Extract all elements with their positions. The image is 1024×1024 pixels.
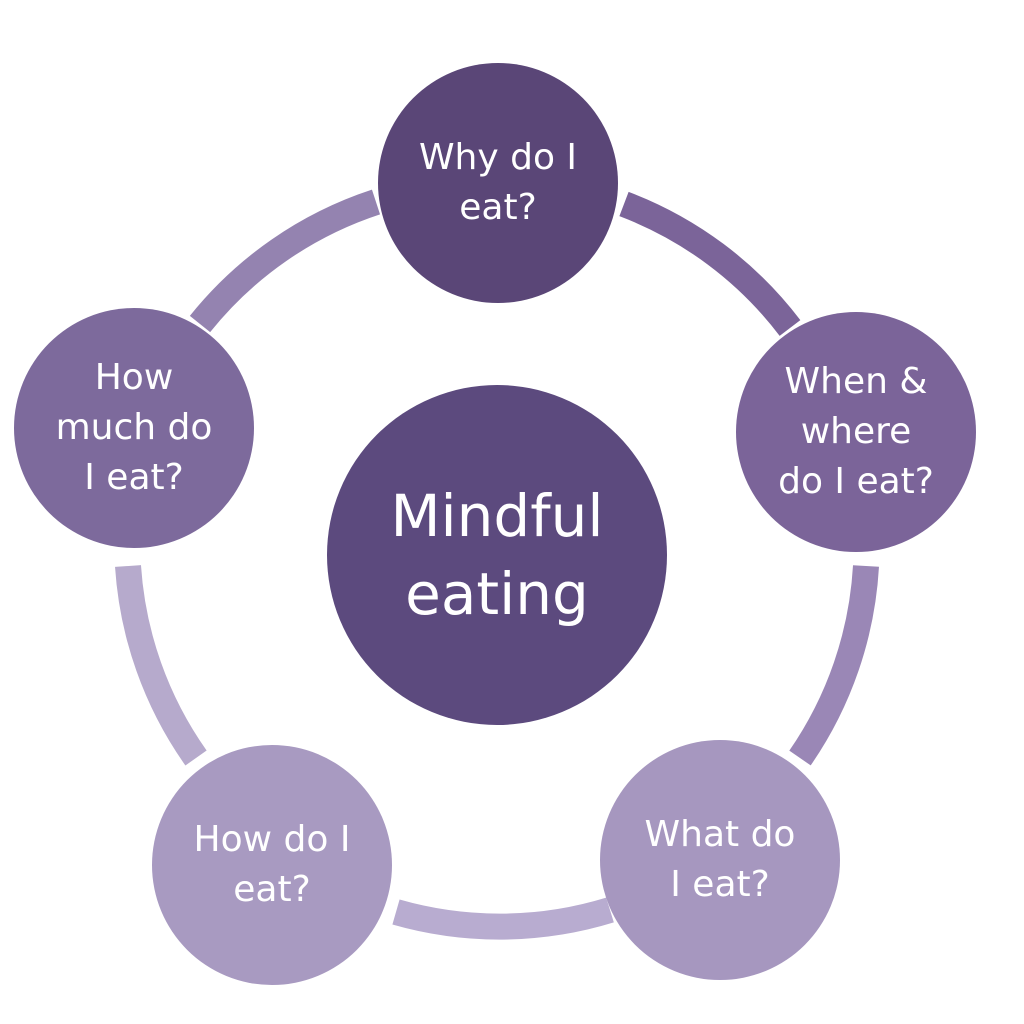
connector-what-to-how xyxy=(392,897,614,940)
node-how-label: How do I eat? xyxy=(193,819,351,910)
connector-when-to-what xyxy=(789,565,879,766)
connector-howmuch-to-why xyxy=(189,189,381,333)
node-how-do-i-eat: How do I eat? xyxy=(152,745,392,985)
node-how-much-do-i-eat: How much do I eat? xyxy=(14,308,254,548)
node-what-label: What do I eat? xyxy=(644,814,796,905)
node-when-where-label: When & where do I eat? xyxy=(778,361,934,502)
node-how-much-label: How much do I eat? xyxy=(55,357,213,498)
center-node-mindful-eating: Mindful eating xyxy=(327,385,667,725)
connector-how-to-howmuch xyxy=(115,565,207,766)
node-why-do-i-eat: Why do I eat? xyxy=(378,63,618,303)
node-why-label: Why do I eat? xyxy=(418,137,578,228)
node-when-and-where: When & where do I eat? xyxy=(736,312,976,552)
node-what-do-i-eat: What do I eat? xyxy=(600,740,840,980)
center-node-label: Mindful eating xyxy=(390,482,604,628)
connector-why-to-when xyxy=(619,191,801,336)
